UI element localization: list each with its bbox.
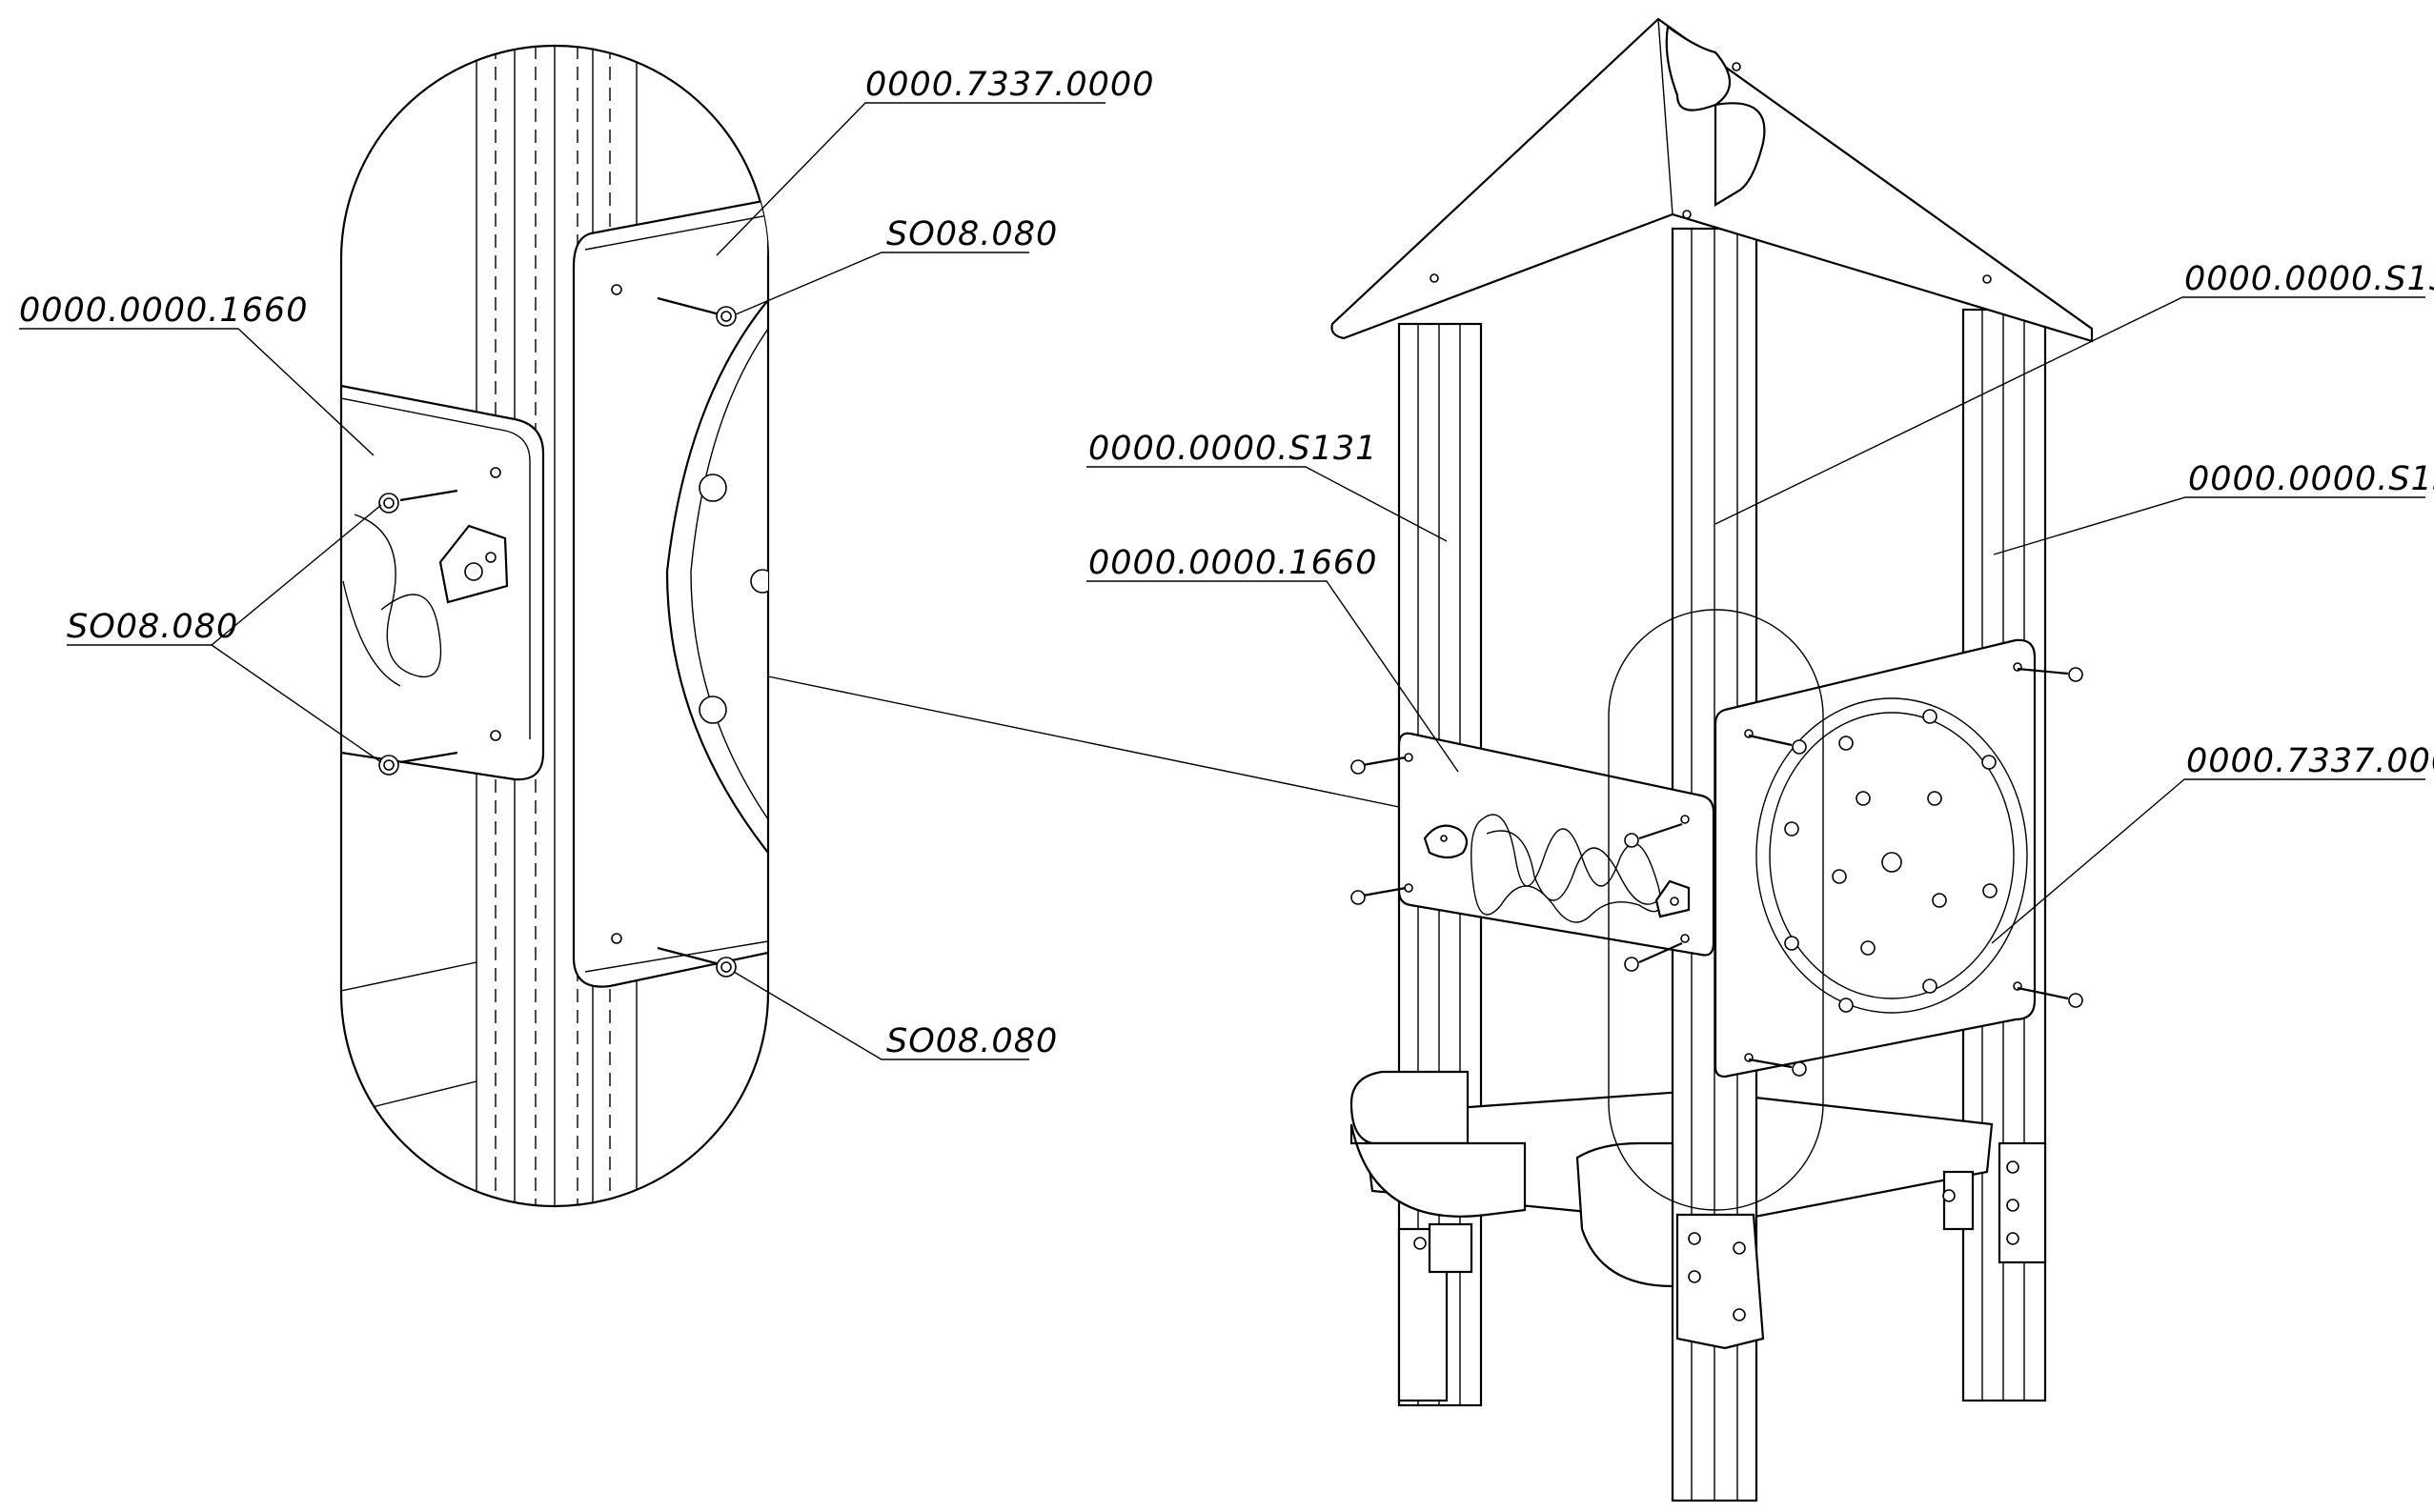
panel-7337 — [1714, 638, 2037, 1079]
callout-post-s131: 0000.0000.S131 — [1088, 430, 1377, 468]
seat-left — [1349, 1070, 1470, 1145]
cheese-icon-small — [1654, 879, 1691, 918]
detail-contents — [341, 46, 768, 1206]
panel-1660 — [1397, 732, 1715, 957]
cheese-icon — [438, 524, 509, 604]
feet — [1397, 1141, 2047, 1402]
callout-post-s133: 0000.0000.S133 — [2184, 260, 2434, 298]
detail-bracket-plate — [572, 198, 768, 988]
tower-assembly — [1330, 17, 2094, 1502]
detail-floor-edge-lower — [341, 1080, 477, 1116]
callout-detail-screws-left: SO08.080 — [67, 608, 238, 646]
detail-screw-left-upper — [378, 489, 458, 514]
detail-wire-shape — [354, 514, 442, 678]
detail-screw-left-lower — [378, 751, 458, 776]
callout-panel-7337: 0000.7337.0000 — [2186, 742, 2434, 780]
detail-floor-edge — [341, 961, 477, 992]
assembly-leaders — [1086, 296, 2425, 944]
detail-panel-1660 — [341, 384, 545, 781]
callout-detail-bracket: 0000.7337.0000 — [865, 66, 1154, 104]
detail-screw-top — [657, 296, 737, 327]
detail-view — [339, 44, 770, 1208]
callout-detail-screw-top: SO08.080 — [886, 215, 1058, 253]
roof — [1330, 17, 2094, 343]
callout-panel-1660: 0000.0000.1660 — [1088, 544, 1377, 582]
mouse-icon — [1423, 824, 1469, 859]
callout-detail-panel: 0000.0000.1660 — [19, 292, 308, 330]
seat-center — [1575, 1141, 1674, 1288]
assembly-screws — [1350, 667, 2083, 1077]
callout-detail-screw-bottom: SO08.080 — [886, 1022, 1058, 1060]
callout-post-s134: 0000.0000.S134 — [2188, 460, 2434, 498]
detail-screw-bottom — [657, 946, 737, 978]
detail-highlight-capsule — [1608, 609, 1824, 1211]
detail-leaders — [19, 102, 1105, 1060]
detail-round-panel-edge — [665, 299, 768, 854]
